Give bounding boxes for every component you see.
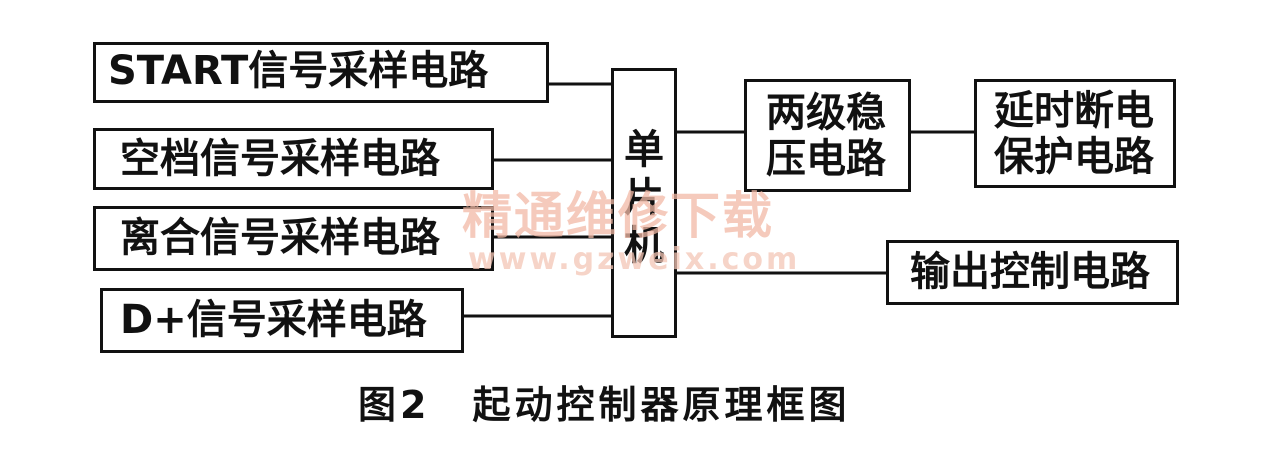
regulator-box: [744, 79, 911, 192]
dplus-signal-sampling-label: D+信号采样电路: [120, 297, 427, 343]
protection-label-line-2: 保护电路: [994, 134, 1154, 180]
neutral-signal-sampling-label: 空档信号采样电路: [120, 136, 440, 182]
protection-box: [974, 79, 1176, 188]
figure-caption: 图2 起动控制器原理框图: [358, 383, 851, 427]
watermark-url: www.gzweix.com: [468, 242, 801, 277]
mcu-label-char-3: 机: [624, 223, 664, 269]
start-signal-sampling-label: START信号采样电路: [108, 48, 489, 94]
watermark-text: 精通维修下载: [462, 186, 774, 245]
mcu-label-char-1: 单: [624, 127, 664, 173]
neutral-signal-sampling-box: [93, 128, 494, 190]
protection-label-line-1: 延时断电: [994, 88, 1154, 134]
output-control-box: [886, 240, 1179, 305]
output-control-label: 输出控制电路: [910, 249, 1150, 295]
mcu-label-char-2: 片: [624, 175, 664, 221]
clutch-signal-sampling-label: 离合信号采样电路: [120, 215, 440, 261]
start-signal-sampling-box: [93, 42, 549, 103]
dplus-signal-sampling-box: [100, 288, 464, 353]
clutch-signal-sampling-box: [93, 206, 494, 271]
regulator-label-line-2: 压电路: [766, 136, 886, 182]
mcu-box: [611, 68, 677, 338]
regulator-label-line-1: 两级稳: [766, 90, 886, 136]
